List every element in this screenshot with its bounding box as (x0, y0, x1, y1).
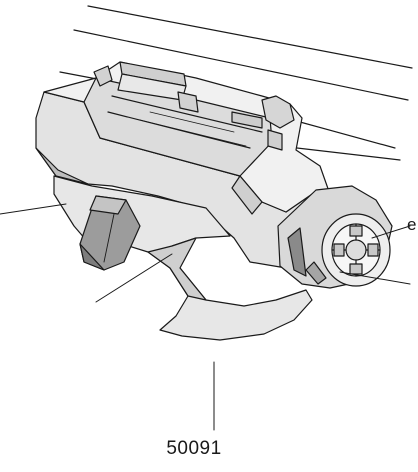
callout-letter: e (407, 215, 417, 234)
foot-hook (53, 175, 313, 341)
callout-lines (0, 203, 411, 431)
part-number-label: 50091 (0, 438, 418, 460)
part-number-text: 50091 (166, 438, 222, 459)
lock-end-cap (277, 185, 393, 289)
foot-body (35, 61, 333, 269)
